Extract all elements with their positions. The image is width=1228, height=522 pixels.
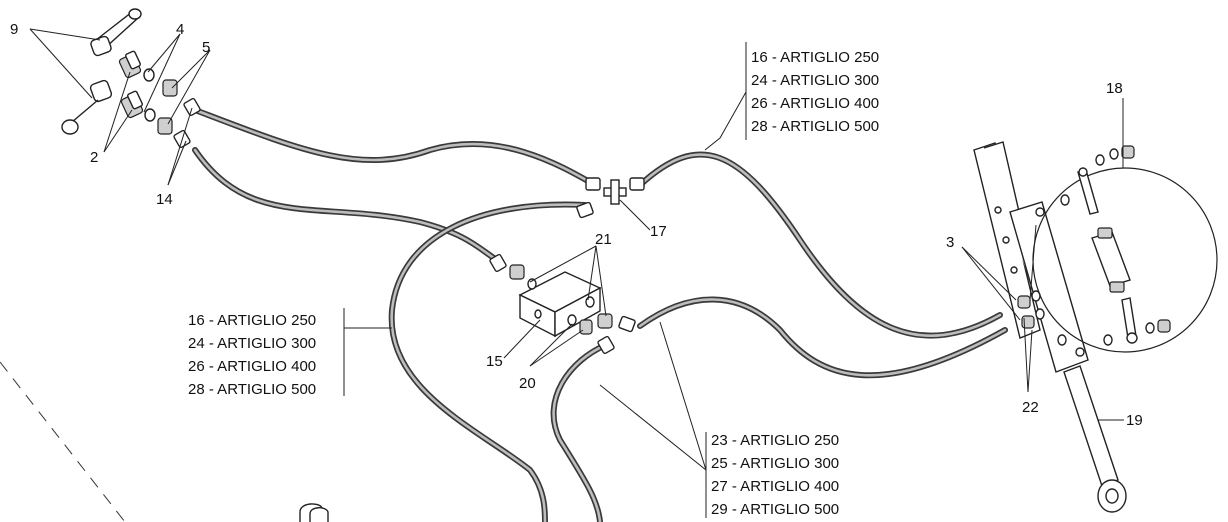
hose-right-upper bbox=[637, 151, 1003, 339]
block-fittings-21 bbox=[509, 264, 613, 329]
callout-21: 21 bbox=[595, 231, 612, 248]
distribution-block-15 bbox=[518, 271, 602, 338]
hydraulic-cylinder-19 bbox=[1009, 201, 1127, 513]
cylinder-fittings-3-22 bbox=[1017, 290, 1045, 329]
quick-coupler-lower bbox=[120, 90, 144, 119]
callout-17: 17 bbox=[650, 223, 667, 240]
leader-lines bbox=[29, 28, 1124, 518]
label-line: 16 - ARTIGLIO 250 bbox=[188, 312, 316, 329]
callout-4: 4 bbox=[176, 21, 184, 38]
dust-cap-lower bbox=[61, 79, 113, 135]
callout-2: 2 bbox=[90, 149, 98, 166]
callout-22: 22 bbox=[1022, 399, 1039, 416]
label-line: 24 - ARTIGLIO 300 bbox=[751, 72, 879, 89]
label-line: 23 - ARTIGLIO 250 bbox=[711, 432, 839, 449]
callout-18: 18 bbox=[1106, 80, 1123, 97]
callout-5: 5 bbox=[202, 39, 210, 56]
hose-right-lower bbox=[637, 296, 1008, 379]
hose-end-center-upper bbox=[576, 177, 601, 219]
label-group-middle-left: 16 - ARTIGLIO 250 24 - ARTIGLIO 300 26 -… bbox=[188, 312, 316, 398]
hose-upper-long bbox=[192, 107, 598, 188]
label-line: 25 - ARTIGLIO 300 bbox=[711, 455, 839, 472]
partial-component-bottom bbox=[299, 503, 329, 522]
hose-end-block-inlet bbox=[489, 253, 507, 273]
dust-cap-upper bbox=[90, 8, 142, 57]
washers-4 bbox=[143, 68, 156, 122]
callout-14: 14 bbox=[156, 191, 173, 208]
hose-left-loop bbox=[388, 201, 588, 522]
tee-fitting-17 bbox=[603, 177, 645, 205]
adapter-fittings-5 bbox=[157, 79, 178, 135]
block-fittings-20 bbox=[567, 314, 593, 335]
quick-coupler-upper bbox=[118, 50, 142, 79]
label-line: 16 - ARTIGLIO 250 bbox=[751, 49, 879, 66]
hose-bottom-center bbox=[550, 342, 609, 522]
label-line: 28 - ARTIGLIO 500 bbox=[188, 381, 316, 398]
callout-3: 3 bbox=[946, 234, 954, 251]
hose-upper-second bbox=[192, 147, 503, 265]
label-line: 26 - ARTIGLIO 400 bbox=[751, 95, 879, 112]
callout-20: 20 bbox=[519, 375, 536, 392]
callout-9: 9 bbox=[10, 21, 18, 38]
label-line: 26 - ARTIGLIO 400 bbox=[188, 358, 316, 375]
label-line: 28 - ARTIGLIO 500 bbox=[751, 118, 879, 135]
label-group-top-right: 16 - ARTIGLIO 250 24 - ARTIGLIO 300 26 -… bbox=[751, 49, 879, 135]
callout-19: 19 bbox=[1126, 412, 1143, 429]
detail-circle-18 bbox=[1029, 145, 1218, 353]
label-line: 27 - ARTIGLIO 400 bbox=[711, 478, 839, 495]
label-group-bottom-center: 23 - ARTIGLIO 250 25 - ARTIGLIO 300 27 -… bbox=[711, 432, 839, 518]
label-line: 29 - ARTIGLIO 500 bbox=[711, 501, 839, 518]
dashed-reference-line bbox=[0, 361, 126, 522]
label-line: 24 - ARTIGLIO 300 bbox=[188, 335, 316, 352]
callout-15: 15 bbox=[486, 353, 503, 370]
hose-end-block-outlet bbox=[597, 315, 636, 355]
